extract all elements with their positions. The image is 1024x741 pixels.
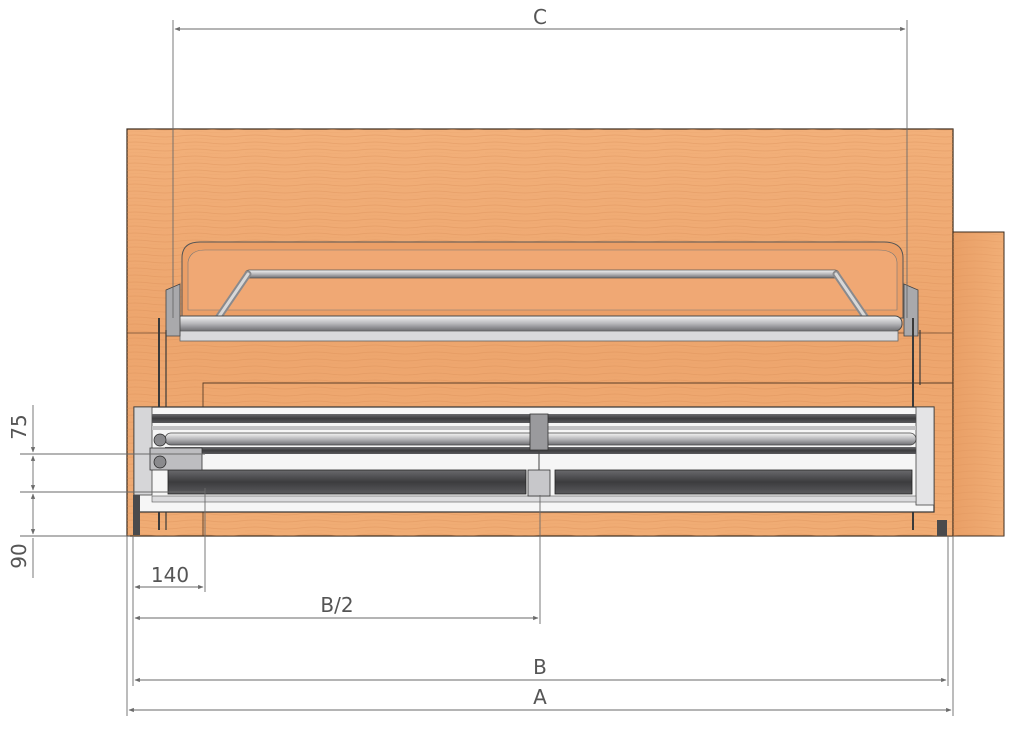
dimensions <box>20 20 954 716</box>
right-bracket <box>903 283 919 337</box>
label-140: 140 <box>151 563 189 587</box>
center-coupling <box>529 413 549 451</box>
label-a: A <box>533 685 547 709</box>
basket-bottom-bar <box>179 330 899 342</box>
label-b-half: B/2 <box>320 593 353 617</box>
pullout-basket <box>165 241 919 342</box>
side-panel-grain <box>953 232 1004 536</box>
label-90: 90 <box>7 543 31 568</box>
basket-front-tube <box>173 315 903 332</box>
left-pivot-bottom <box>153 455 167 469</box>
left-foot <box>133 495 140 535</box>
bottom-rail-right <box>554 469 913 495</box>
label-75: 75 <box>7 414 31 439</box>
dimension-labels: C 140 B/2 B A 75 90 <box>7 5 547 709</box>
base-rail <box>151 495 917 503</box>
right-foot <box>937 520 947 536</box>
left-end-cap <box>133 406 153 496</box>
label-c: C <box>533 5 547 29</box>
basket-tray-inner <box>187 249 898 311</box>
middle-rail <box>165 447 916 454</box>
lower-mechanism <box>133 406 947 536</box>
basket-top-rail <box>244 269 840 279</box>
bottom-rail-left <box>167 469 527 495</box>
right-end-cap <box>915 406 935 506</box>
basket-left-strut-highlight <box>216 272 250 320</box>
basket-right-strut-highlight <box>834 272 868 320</box>
label-b: B <box>533 655 547 679</box>
left-pivot-top <box>153 433 167 447</box>
center-clamp <box>527 469 551 497</box>
